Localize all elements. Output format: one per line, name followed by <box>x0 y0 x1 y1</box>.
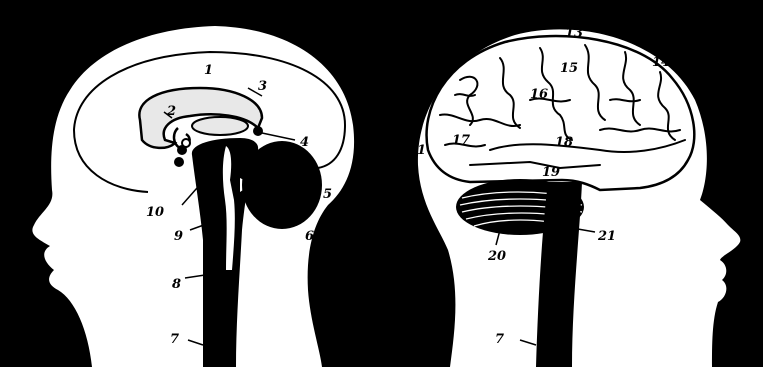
label-7-right: 7 <box>495 332 504 347</box>
label-20: 20 <box>487 249 506 264</box>
label-17: 17 <box>452 133 470 148</box>
label-12: 12 <box>462 41 480 56</box>
thalamus <box>192 117 248 135</box>
label-2: 2 <box>166 104 176 119</box>
label-6: 6 <box>305 229 314 244</box>
label-7-left: 7 <box>170 332 179 347</box>
optic-dot-2 <box>174 157 184 167</box>
optic-dot-1 <box>177 145 187 155</box>
label-11: 11 <box>408 143 426 158</box>
label-16: 16 <box>530 87 548 102</box>
label-8: 8 <box>172 277 181 292</box>
label-15: 15 <box>560 61 578 76</box>
label-9: 9 <box>174 229 183 244</box>
label-18: 18 <box>555 135 573 150</box>
left-head <box>32 26 354 367</box>
label-14: 14 <box>652 55 670 70</box>
label-13: 13 <box>565 26 583 41</box>
pineal-body <box>253 126 263 136</box>
label-10: 10 <box>146 205 164 220</box>
label-5: 5 <box>323 187 332 202</box>
label-19: 19 <box>542 165 560 180</box>
label-3: 3 <box>258 79 267 94</box>
cerebellum <box>242 141 322 229</box>
label-1: 1 <box>204 63 213 78</box>
label-4: 4 <box>300 135 309 150</box>
label-21: 21 <box>597 229 616 244</box>
